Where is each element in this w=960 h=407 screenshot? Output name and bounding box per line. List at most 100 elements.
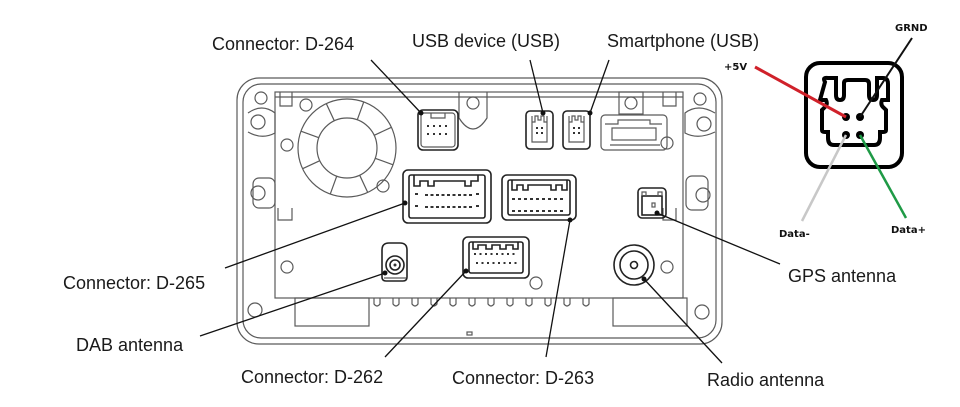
connector-pin <box>447 206 450 208</box>
pin-label-data-plus: Data+ <box>891 225 926 236</box>
connector-pin <box>463 206 467 208</box>
connector-pin <box>498 262 500 264</box>
head-unit-housing <box>236 77 723 345</box>
connector-pin <box>445 133 447 135</box>
connector-pin <box>433 133 435 135</box>
connector-pin <box>447 194 450 196</box>
vent-slot <box>563 298 571 307</box>
connector-pin <box>503 262 506 264</box>
connector-usb-smartphone[interactable] <box>562 110 591 150</box>
connector-d262[interactable] <box>462 236 530 279</box>
wire-5v <box>754 65 847 119</box>
connector-pin <box>479 253 482 255</box>
connector-pin <box>512 253 515 255</box>
connector-pin <box>530 198 533 200</box>
connector-pin <box>541 132 543 134</box>
label-connector-d262: Connector: D-262 <box>241 367 383 387</box>
connector-pin <box>512 198 515 200</box>
label-smartphone-usb: Smartphone (USB) <box>607 31 759 51</box>
connector-pin <box>507 253 509 255</box>
connector-pin <box>573 127 575 129</box>
vent-slot <box>411 298 419 307</box>
connector-pin <box>536 198 539 200</box>
label-connector-d264: Connector: D-264 <box>212 34 354 54</box>
connector-pin <box>578 127 580 129</box>
connector-pin <box>490 253 493 255</box>
connector-pin <box>509 262 511 264</box>
fan-blade-edge <box>373 126 392 136</box>
connector-pin <box>501 253 504 255</box>
vent-slot <box>373 298 381 307</box>
connector-usb-device[interactable] <box>525 110 554 150</box>
connector-d264[interactable] <box>417 109 459 151</box>
connector-pin <box>536 210 539 212</box>
dab-antenna-socket[interactable] <box>381 242 408 282</box>
connector-pin <box>573 132 575 134</box>
connector-pin <box>485 253 487 255</box>
connector-pin <box>474 253 476 255</box>
connector-pin <box>518 198 521 200</box>
vent-slot <box>525 298 533 307</box>
fan-blade-edge <box>359 174 369 193</box>
usb-pinout-inset: +5V GRND Data- Data+ <box>724 23 928 240</box>
connector-pin <box>548 198 551 200</box>
pin-label-5v: +5V <box>724 62 747 73</box>
connector-pin <box>560 198 563 200</box>
connector-pin <box>548 210 551 212</box>
connector-d265[interactable] <box>402 169 492 224</box>
connector-pin <box>536 127 538 129</box>
label-usb-device: USB device (USB) <box>412 31 560 51</box>
fan-blade-edge <box>356 101 365 121</box>
connector-pin <box>458 194 461 196</box>
connector-pin <box>518 210 521 212</box>
connector-pin <box>469 206 472 208</box>
connector-pin <box>425 206 428 208</box>
connector-pin <box>476 262 478 264</box>
cooling-fan <box>297 98 397 198</box>
pin-label-ground: GRND <box>895 23 928 34</box>
connector-pin <box>463 194 467 196</box>
label-gps-antenna: GPS antenna <box>788 266 897 286</box>
connector-pin <box>560 210 563 212</box>
connector-pin <box>433 125 435 127</box>
pin-label-data-minus: Data- <box>779 229 810 240</box>
connector-pin <box>524 210 527 212</box>
connector-pin <box>439 133 441 135</box>
wire-data-plus <box>858 134 908 219</box>
connector-pin <box>514 262 517 264</box>
label-radio-antenna: Radio antenna <box>707 370 825 390</box>
wire-data-minus <box>800 134 848 222</box>
fan-blade-edge <box>300 130 320 139</box>
connector-pin <box>427 125 429 127</box>
connector-pin <box>542 210 545 212</box>
connector-pin <box>458 206 461 208</box>
connector-pin <box>452 206 456 208</box>
connector-pin <box>436 206 439 208</box>
vent-slot <box>430 298 438 307</box>
connector-pin <box>578 132 580 134</box>
fan-blade-edge <box>325 103 335 122</box>
connector-pin <box>554 198 557 200</box>
connector-pin <box>415 205 418 207</box>
vent-slot <box>487 298 495 307</box>
label-connector-d263: Connector: D-263 <box>452 368 594 388</box>
vent-slot <box>506 298 514 307</box>
vent-slot <box>392 298 400 307</box>
connector-pin <box>512 210 515 212</box>
connector-auxiliary <box>600 91 668 151</box>
connector-d263[interactable] <box>501 174 577 221</box>
label-connector-d265: Connector: D-265 <box>63 273 205 293</box>
fan-blade-edge <box>374 157 394 166</box>
connector-pin <box>441 194 445 196</box>
vent-slots <box>373 298 590 307</box>
radio-antenna-socket[interactable] <box>613 244 655 286</box>
connector-pin <box>541 127 543 129</box>
fan-blade-edge <box>329 175 338 195</box>
connector-pin <box>415 193 418 195</box>
connector-pin <box>554 210 557 212</box>
connector-pin <box>469 194 472 196</box>
connector-gps[interactable] <box>637 187 667 219</box>
connector-pin <box>436 194 439 196</box>
fan-blade-edge <box>302 160 321 170</box>
